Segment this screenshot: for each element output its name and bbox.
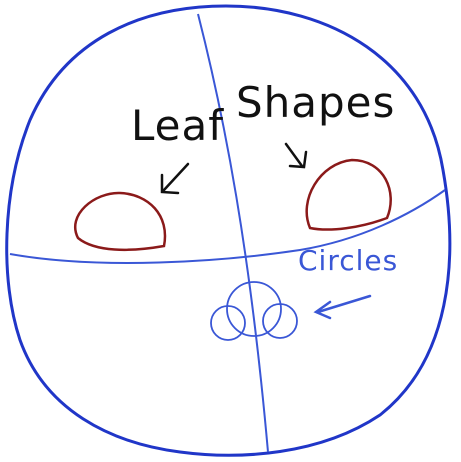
arrow-to-circles — [313, 294, 372, 320]
circles-label: Circles — [298, 244, 399, 277]
guide-circle-left — [210, 305, 246, 341]
guide-circle-center — [226, 281, 282, 337]
horizontal-guide-line — [9, 189, 446, 264]
vertical-guide-line — [197, 13, 269, 453]
shapes-label: Shapes — [236, 78, 396, 127]
right-leaf-shape — [305, 158, 392, 231]
guide-circle-right — [262, 303, 298, 339]
arrow-to-right-leaf — [284, 142, 308, 169]
arrow-to-left-leaf — [160, 162, 190, 195]
guide-circles — [210, 281, 298, 341]
leaf-label: Leaf — [131, 101, 225, 150]
left-leaf-shape — [74, 191, 167, 252]
head-outline — [5, 4, 452, 457]
